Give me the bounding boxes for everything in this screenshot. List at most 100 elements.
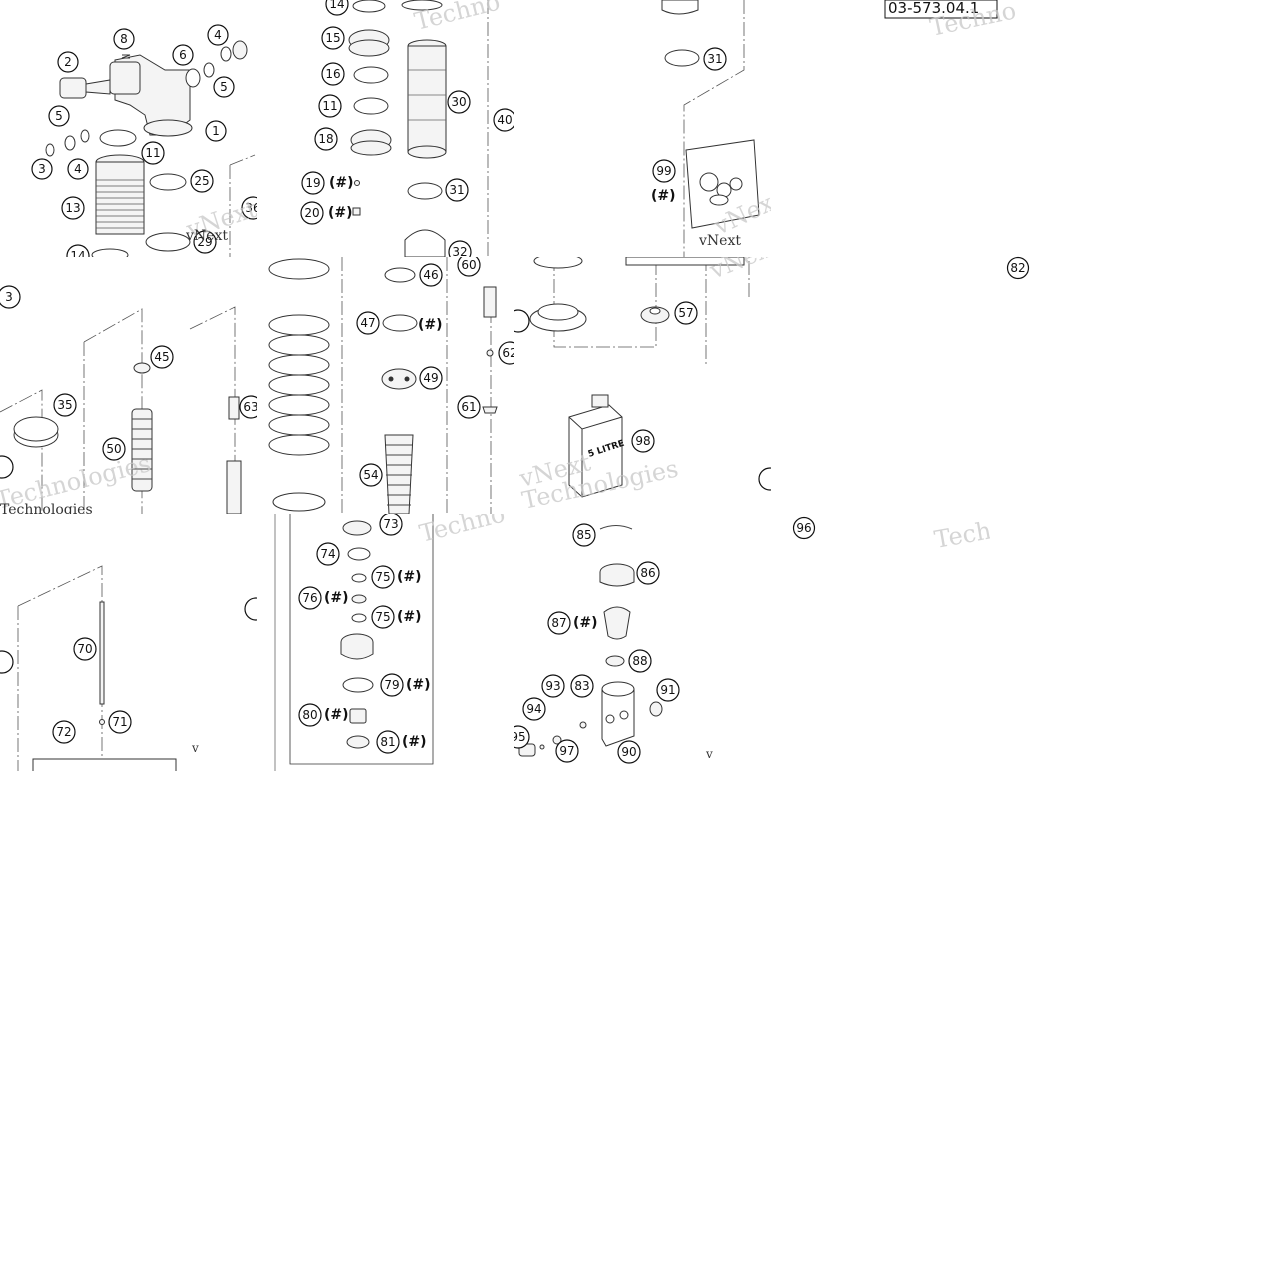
svg-text:36: 36 (245, 201, 257, 215)
clevis-eye (601, 681, 635, 747)
svg-text:83: 83 (574, 679, 589, 693)
callout-31: 31 (703, 47, 727, 71)
callout-86: 86 (636, 561, 660, 585)
svg-text:25: 25 (194, 174, 209, 188)
svg-text:Techno: Techno (932, 516, 990, 554)
svg-text:88: 88 (632, 654, 647, 668)
svg-text:11: 11 (145, 146, 160, 160)
svg-text:4: 4 (214, 28, 222, 42)
callout-45: 45 (150, 345, 174, 369)
svg-text:79: 79 (384, 678, 399, 692)
tile-top-right: 31 99 (#) vNext vNext (514, 0, 771, 257)
tile-top-left: 8 2 6 4 5 5 1 11 3 4 25 13 36 29 14 vNex… (0, 0, 257, 257)
tile-lower-right: 85 86 87 88 93 83 91 94 95 97 90 (#) v (514, 514, 771, 771)
svg-text:20: 20 (304, 206, 319, 220)
hash-80: (#) (324, 707, 349, 723)
callout-76: 76 (298, 586, 322, 610)
svg-text:75: 75 (375, 570, 390, 584)
svg-text:45: 45 (154, 350, 169, 364)
callout-40: 40 (493, 108, 514, 132)
callout-6: 6 (172, 44, 194, 66)
callout-60: 60 (457, 257, 481, 277)
svg-text:5: 5 (55, 109, 63, 123)
bump-rubber (131, 408, 153, 492)
hash-76: (#) (324, 590, 349, 606)
piston-cap (348, 29, 390, 57)
bearing (381, 368, 417, 390)
callout-19: 19 (301, 171, 325, 195)
callout-71: 71 (108, 710, 132, 734)
hash-75b: (#) (397, 609, 422, 625)
callout-57: 57 (674, 301, 698, 325)
callout-98: 98 (631, 429, 655, 453)
svg-text:46: 46 (423, 268, 438, 282)
callout-88: 88 (628, 649, 652, 673)
svg-text:76: 76 (302, 591, 317, 605)
callout-25: 25 (190, 169, 214, 193)
hash-87: (#) (573, 615, 598, 631)
drawing-code: 03-573.04.1 (888, 0, 979, 17)
tile-middle-center: 46 47 49 54 60 61 62 (#) (257, 257, 514, 514)
svg-text:75: 75 (375, 610, 390, 624)
callout-4b: 4 (67, 158, 89, 180)
callout-82b (244, 597, 257, 621)
callout-85: 85 (572, 523, 596, 547)
svg-text:49: 49 (423, 371, 438, 385)
svg-text:86: 86 (640, 566, 655, 580)
callout-95: 95 (514, 725, 530, 749)
svg-text:47: 47 (360, 316, 375, 330)
svg-text:57: 57 (678, 306, 693, 320)
callout-70: 70 (73, 637, 97, 661)
hash-47: (#) (418, 317, 443, 333)
callout-83: 83 (570, 674, 594, 698)
svg-text:93: 93 (545, 679, 560, 693)
svg-text:14: 14 (70, 249, 85, 257)
callout-31: 31 (445, 178, 469, 202)
svg-text:60: 60 (461, 258, 476, 272)
repair-kit-bag (685, 139, 760, 229)
callout-15: 15 (321, 26, 345, 50)
callout-68 (0, 650, 14, 674)
hash-19: (#) (329, 175, 354, 191)
callout-36: 36 (241, 196, 257, 220)
adjuster-valve (59, 77, 111, 99)
svg-text:15: 15 (325, 31, 340, 45)
callout-5b: 5 (48, 105, 70, 127)
callout-99: 99 (652, 159, 676, 183)
washer (640, 306, 670, 324)
callout-8: 8 (113, 28, 135, 50)
svg-text:81: 81 (380, 735, 395, 749)
callout-72: 72 (52, 720, 76, 744)
bump-stop (384, 434, 414, 514)
svg-text:11: 11 (322, 99, 337, 113)
svg-text:94: 94 (526, 702, 541, 716)
svg-text:90: 90 (621, 745, 636, 759)
watermark-v: v (191, 741, 199, 755)
callout-18: 18 (314, 127, 338, 151)
callout-3: 3 (0, 285, 21, 309)
svg-text:3: 3 (38, 162, 46, 176)
callout-30: 30 (447, 90, 471, 114)
tile-code-corner: 03-573.04.1 Techno (884, 0, 1030, 40)
tile-middle-left: 3 45 35 63 50 Technologies Technologies (0, 257, 257, 514)
callout-94: 94 (522, 697, 546, 721)
svg-text:30: 30 (451, 95, 466, 109)
svg-text:3: 3 (5, 290, 13, 304)
callout-63: 63 (239, 395, 257, 419)
tile-lower-center: 73 74 75 76 75 79 80 81 (#) (#) (#) (#) … (257, 514, 514, 771)
callout-1: 1 (205, 120, 227, 142)
svg-text:71: 71 (112, 715, 127, 729)
coil-spring (268, 258, 330, 512)
damper-body (407, 39, 447, 159)
callout-53 (514, 309, 530, 333)
watermark-v: v (705, 747, 713, 761)
svg-text:98: 98 (635, 434, 650, 448)
callout-90: 90 (617, 740, 641, 764)
tile-lower-left: 70 71 72 v (0, 514, 257, 771)
watermark: Techno (417, 514, 508, 548)
hash-79: (#) (406, 677, 431, 693)
watermark-small: vNext (698, 233, 741, 249)
svg-text:8: 8 (120, 32, 128, 46)
callout-75b: 75 (371, 605, 395, 629)
svg-text:50: 50 (106, 442, 121, 456)
